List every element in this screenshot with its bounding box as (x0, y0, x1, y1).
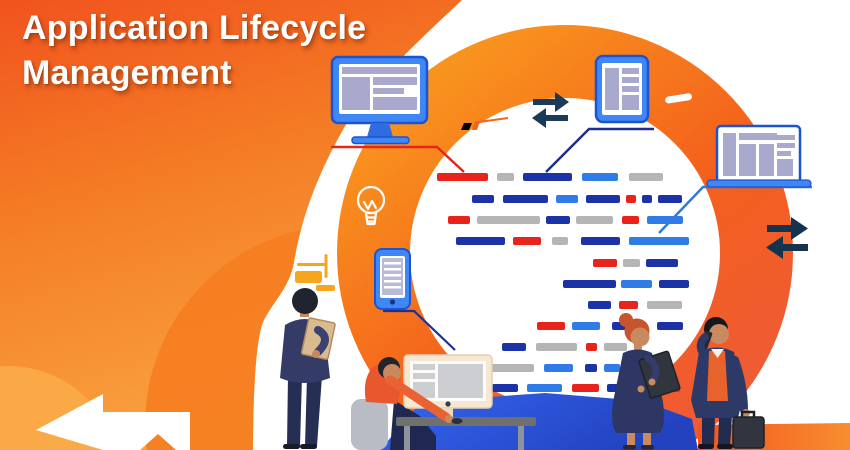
gantt-bar (585, 364, 597, 372)
briefcase (732, 410, 765, 449)
gantt-bar (576, 216, 613, 224)
gantt-bar (626, 195, 636, 203)
gantt-bar (623, 259, 640, 267)
swap-arrows-icon-top (532, 92, 569, 128)
gantt-bar (552, 237, 568, 245)
gantt-bar (523, 173, 572, 181)
gantt-bar (581, 237, 620, 245)
person-man-phone (691, 317, 765, 449)
smartphone-icon (374, 248, 411, 310)
gantt-bar (586, 195, 620, 203)
gantt-bar (556, 195, 578, 203)
gantt-bar (582, 173, 618, 181)
gantt-bar (537, 322, 565, 330)
white-cycle-arrow (36, 394, 190, 450)
gantt-bar (604, 343, 627, 351)
gantt-bar (593, 259, 617, 267)
gantt-bar (503, 195, 548, 203)
tablet-icon (594, 54, 650, 124)
gantt-bar (527, 384, 562, 392)
gantt-bar (657, 322, 683, 330)
title-line-2: Management (22, 53, 232, 92)
highlight-dash (665, 93, 692, 104)
connector-line-navy (545, 127, 654, 173)
person-woman-tablet (612, 313, 681, 450)
gantt-bar (544, 364, 573, 372)
laptop-icon (706, 124, 812, 188)
banner-title: Application Lifecycle Management (22, 6, 366, 96)
gantt-bar (490, 364, 534, 372)
gantt-bar (642, 195, 652, 203)
gantt-bar (629, 173, 663, 181)
gantt-bar (588, 301, 611, 309)
gantt-bar (621, 280, 652, 288)
gantt-bar (658, 195, 682, 203)
gantt-bar (492, 384, 518, 392)
gantt-bar (497, 173, 514, 181)
gantt-bar (619, 301, 638, 309)
gantt-bar (448, 216, 470, 224)
gantt-bar (572, 384, 599, 392)
gantt-bar (586, 343, 597, 351)
desktop-monitor-icon (330, 55, 429, 145)
speed-marks-icon (461, 117, 509, 130)
person-clipboard-manager (280, 288, 336, 449)
gantt-bar (572, 322, 600, 330)
gantt-bar (604, 364, 620, 372)
gantt-bar (622, 216, 639, 224)
list-icon (295, 254, 335, 291)
gantt-bar (647, 301, 682, 309)
gantt-bar (437, 173, 488, 181)
swap-arrows-icon-right (766, 217, 808, 259)
connector-line-phone (383, 309, 456, 351)
gantt-bar (546, 216, 570, 224)
gantt-bar (536, 343, 577, 351)
gantt-bar (513, 237, 541, 245)
gantt-bar (659, 280, 689, 288)
gantt-bar (647, 216, 683, 224)
gantt-bar (472, 195, 494, 203)
gantt-bar (477, 216, 540, 224)
gantt-bar (456, 237, 505, 245)
gantt-bar (646, 259, 678, 267)
gantt-bar (502, 343, 526, 351)
connector-line-red (331, 145, 465, 173)
lightbulb-icon (356, 185, 386, 226)
gantt-bar (563, 280, 616, 288)
office-desk (385, 375, 536, 450)
desk-monitor (403, 354, 493, 417)
title-line-1: Application Lifecycle (22, 9, 367, 47)
gantt-bar (629, 237, 689, 245)
